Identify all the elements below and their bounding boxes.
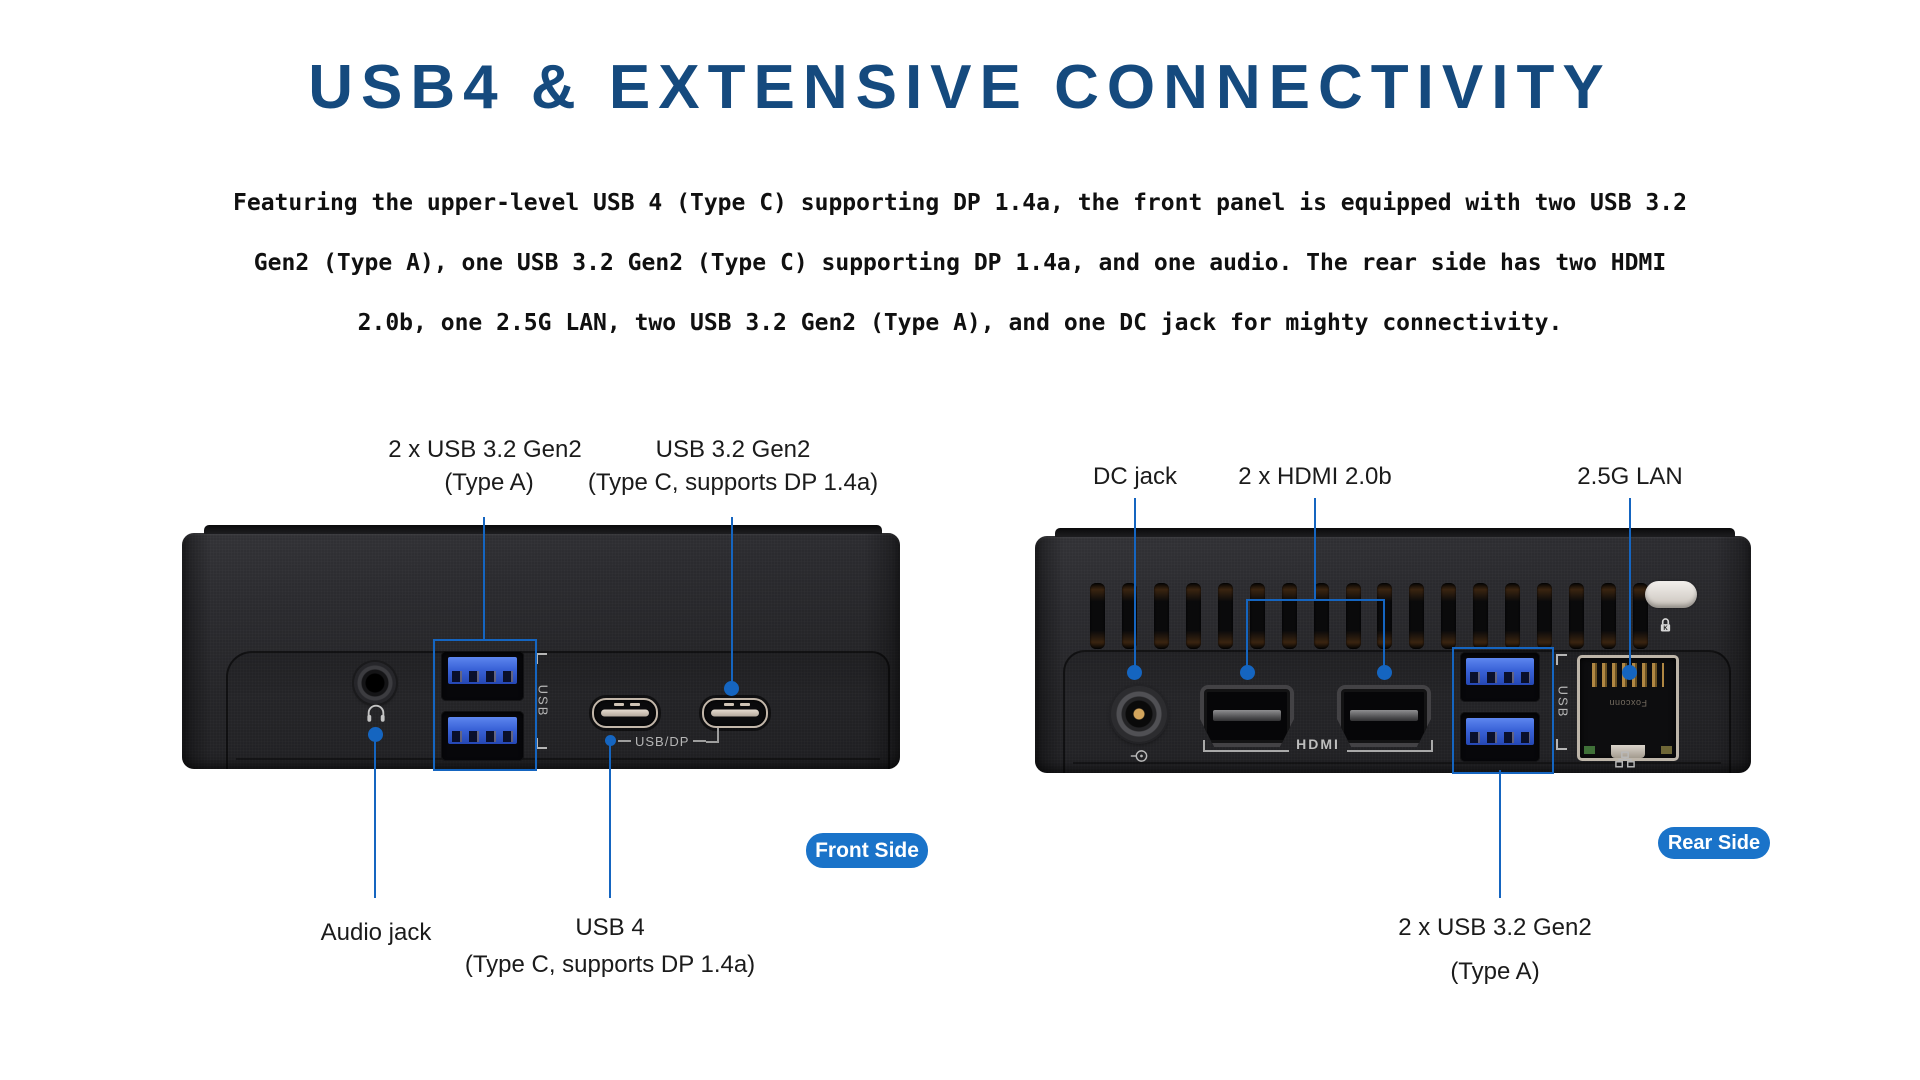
rear-usb-a-label-line2: (Type A) xyxy=(1450,958,1540,985)
hdmi-callout-dot-2 xyxy=(1377,665,1392,680)
kensington-lock-slot xyxy=(1645,581,1697,608)
vent-grill xyxy=(1090,583,1648,649)
description-line-3: 2.0b, one 2.5G LAN, two USB 3.2 Gen2 (Ty… xyxy=(357,310,1563,336)
front-usb-c-port-2 xyxy=(702,698,768,728)
front-device-lid xyxy=(204,525,882,534)
vent-slot xyxy=(1281,583,1297,649)
usb4-callout-dot xyxy=(605,735,616,746)
vent-slot xyxy=(1632,583,1648,649)
hdmi-callout-bracket xyxy=(1247,599,1385,601)
vent-slot xyxy=(1441,583,1457,649)
hdmi-engraving: HDMI xyxy=(1203,736,1433,752)
lan-led-left xyxy=(1584,746,1595,754)
front-device-foot-left xyxy=(207,765,292,803)
front-device-foot-right xyxy=(813,765,898,803)
vent-slot xyxy=(1601,583,1616,649)
rear-device-foot-right xyxy=(1618,769,1703,807)
rear-usb-a-port-1 xyxy=(1460,652,1540,702)
usb4-callout-line xyxy=(609,744,611,898)
front-usb-c-label-line1: USB 3.2 Gen2 xyxy=(655,436,811,463)
dc-power-icon xyxy=(1130,750,1148,762)
vent-slot xyxy=(1090,583,1105,649)
rear-usb-a-label-line1: 2 x USB 3.2 Gen2 xyxy=(1398,914,1592,941)
rear-usb-a-callout-line xyxy=(1499,770,1501,898)
front-device: USB USB/DP xyxy=(182,525,900,803)
vent-slot xyxy=(1569,583,1585,649)
vent-slot xyxy=(1345,583,1361,649)
vent-slot xyxy=(1473,583,1489,649)
hdmi-callout-stem xyxy=(1314,498,1316,600)
dc-jack-callout-dot xyxy=(1127,665,1142,680)
usb4-label-line1: USB 4 xyxy=(575,914,645,941)
vent-slot xyxy=(1537,583,1553,649)
front-usb-a-port-2 xyxy=(441,711,524,761)
front-usb-a-callout-line xyxy=(483,517,485,639)
lan-label: 2.5G LAN xyxy=(1577,463,1683,490)
vent-slot xyxy=(1185,583,1201,649)
front-usb-c-callout-dot xyxy=(724,681,739,696)
lan-callout-line xyxy=(1629,498,1631,666)
headphone-icon xyxy=(367,704,385,722)
vent-slot xyxy=(1409,583,1425,649)
front-usb-a-port-1 xyxy=(441,651,524,701)
vent-slot xyxy=(1505,583,1521,649)
description-line-2: Gen2 (Type A), one USB 3.2 Gen2 (Type C)… xyxy=(253,250,1667,276)
front-usb-engraving: USB xyxy=(534,653,552,749)
dc-jack-callout-line xyxy=(1134,498,1136,666)
rear-usb-engraving: USB xyxy=(1554,654,1572,750)
rear-side-badge: Rear Side xyxy=(1658,827,1770,859)
front-usb-c-label-line2: (Type C, supports DP 1.4a) xyxy=(587,469,879,496)
front-usb-dp-engraving: USB/DP xyxy=(618,728,720,749)
audio-jack-label: Audio jack xyxy=(320,919,432,946)
rear-usb-a-callout-rect xyxy=(1452,647,1554,774)
hdmi-callout-branch-2 xyxy=(1383,599,1385,666)
hdmi-callout-dot-1 xyxy=(1240,665,1255,680)
front-usb-c-callout-line xyxy=(731,517,733,682)
rear-usb-a-port-2 xyxy=(1460,712,1540,762)
audio-callout-line xyxy=(374,733,376,898)
front-usb-a-label-line1: 2 x USB 3.2 Gen2 xyxy=(388,436,582,463)
lan-port-print: Foxconn xyxy=(1608,698,1648,708)
page-title: USB4 & EXTENSIVE CONNECTIVITY xyxy=(308,53,1612,122)
rear-device-foot-left xyxy=(1082,769,1167,807)
hdmi-port-1 xyxy=(1200,685,1294,747)
front-usb-a-label-line2: (Type A) xyxy=(444,469,534,496)
hdmi-callout-branch-1 xyxy=(1246,599,1248,666)
front-panel-seam xyxy=(226,651,890,769)
rear-device-lid xyxy=(1055,528,1735,537)
ethernet-icon xyxy=(1615,751,1635,768)
dc-jack-label: DC jack xyxy=(1092,463,1178,490)
front-side-badge: Front Side xyxy=(806,833,928,868)
front-usb-c-port-1 xyxy=(592,698,658,728)
hdmi-port-2 xyxy=(1337,685,1431,747)
audio-jack-port xyxy=(354,662,396,704)
lan-callout-dot xyxy=(1622,665,1637,680)
vent-slot xyxy=(1217,583,1233,649)
front-usb-a-callout-rect xyxy=(433,639,537,771)
vent-slot xyxy=(1153,583,1169,649)
dc-jack-port xyxy=(1111,686,1167,742)
usb4-label-line2: (Type C, supports DP 1.4a) xyxy=(464,951,756,978)
lan-led-right xyxy=(1661,746,1672,754)
description: Featuring the upper-level USB 4 (Type C)… xyxy=(0,173,1920,353)
description-line-1: Featuring the upper-level USB 4 (Type C)… xyxy=(233,190,1687,216)
kensington-lock-icon: K xyxy=(1660,618,1671,632)
svg-text:K: K xyxy=(1663,626,1668,632)
hdmi-label: 2 x HDMI 2.0b xyxy=(1238,463,1392,490)
vent-slot xyxy=(1249,583,1265,649)
rear-device: K HDMI USB Foxconn xyxy=(1035,528,1751,807)
vent-slot xyxy=(1121,583,1137,649)
